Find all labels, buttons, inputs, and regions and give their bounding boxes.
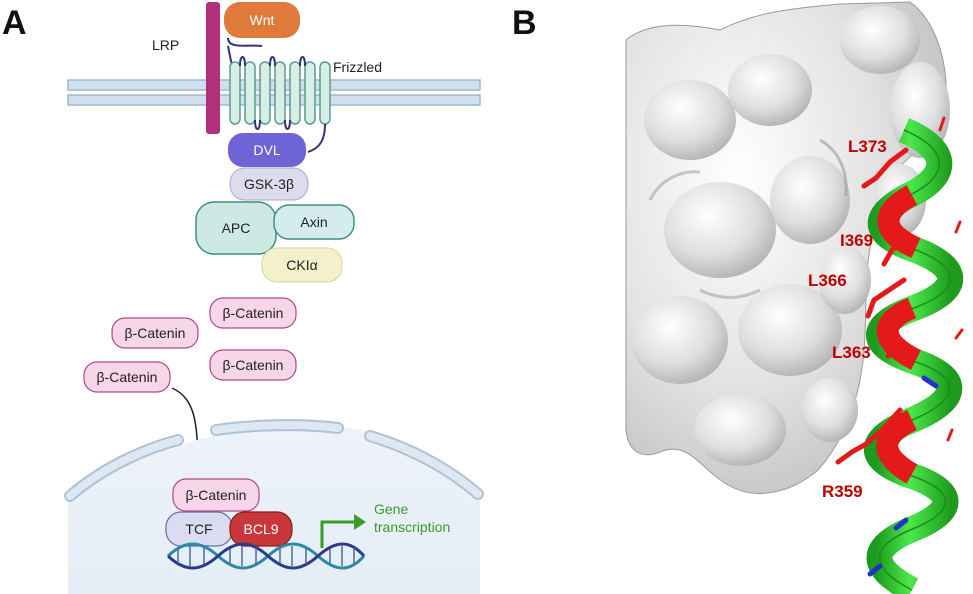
dvl-protein (228, 133, 306, 167)
b-catenin-1 (111, 317, 199, 349)
panel-b-letter: B (512, 4, 537, 42)
bcl9-label: BCL9 (243, 521, 278, 537)
protein-surface (625, 1, 950, 494)
panel-a-letter: A (2, 4, 27, 42)
residue-label-l363: L363 (832, 343, 871, 362)
gsk3b-protein (229, 167, 309, 201)
gene-label-line1: Gene (374, 501, 408, 517)
b-catenin-3-label: β-Catenin (97, 369, 158, 385)
ck1a-label: CKIα (286, 257, 317, 273)
frizzled-label: Frizzled (333, 59, 382, 75)
residue-label-r359: R359 (822, 482, 863, 501)
residue-label-i369: I369 (840, 231, 873, 250)
panel-b: B (512, 1, 964, 594)
residue-label-l366: L366 (808, 271, 847, 290)
b-catenin-2 (209, 297, 297, 329)
b-catenin-4-label: β-Catenin (223, 357, 284, 373)
wnt-label: Wnt (250, 12, 275, 28)
wnt-linker (227, 37, 263, 47)
apc-label: APC (222, 220, 251, 236)
axin-label: Axin (300, 214, 327, 230)
axin-protein (273, 204, 355, 240)
alpha-helix (863, 118, 964, 594)
frizzled-receptor (227, 45, 331, 153)
wnt-ligand (224, 2, 300, 38)
bcl9-protein (229, 511, 293, 547)
lrp-label: LRP (152, 37, 179, 53)
ck1a-protein (261, 247, 343, 283)
gsk3b-label: GSK-3β (244, 176, 294, 192)
lrp-receptor (206, 2, 220, 134)
b-catenin-1-label: β-Catenin (125, 325, 186, 341)
gene-label-line2: transcription (374, 519, 450, 535)
panel-a: A LRP Wnt Frizzled DVL (2, 2, 484, 594)
b-catenin-3 (83, 361, 171, 393)
dna-helix (166, 542, 366, 570)
nuclear-b-catenin-label: β-Catenin (186, 487, 247, 503)
b-catenin-4 (209, 349, 297, 381)
residue-sidechains (835, 116, 964, 577)
nucleus (64, 419, 484, 594)
transcription-arrow (320, 520, 356, 548)
residue-label-l373: L373 (848, 137, 887, 156)
b-catenin-2-label: β-Catenin (223, 305, 284, 321)
dvl-label: DVL (253, 142, 280, 158)
nuclear-b-catenin (172, 478, 260, 512)
transcription-arrowhead (354, 514, 366, 530)
plasma-membrane (67, 79, 481, 106)
tcf-label: TCF (185, 521, 212, 537)
